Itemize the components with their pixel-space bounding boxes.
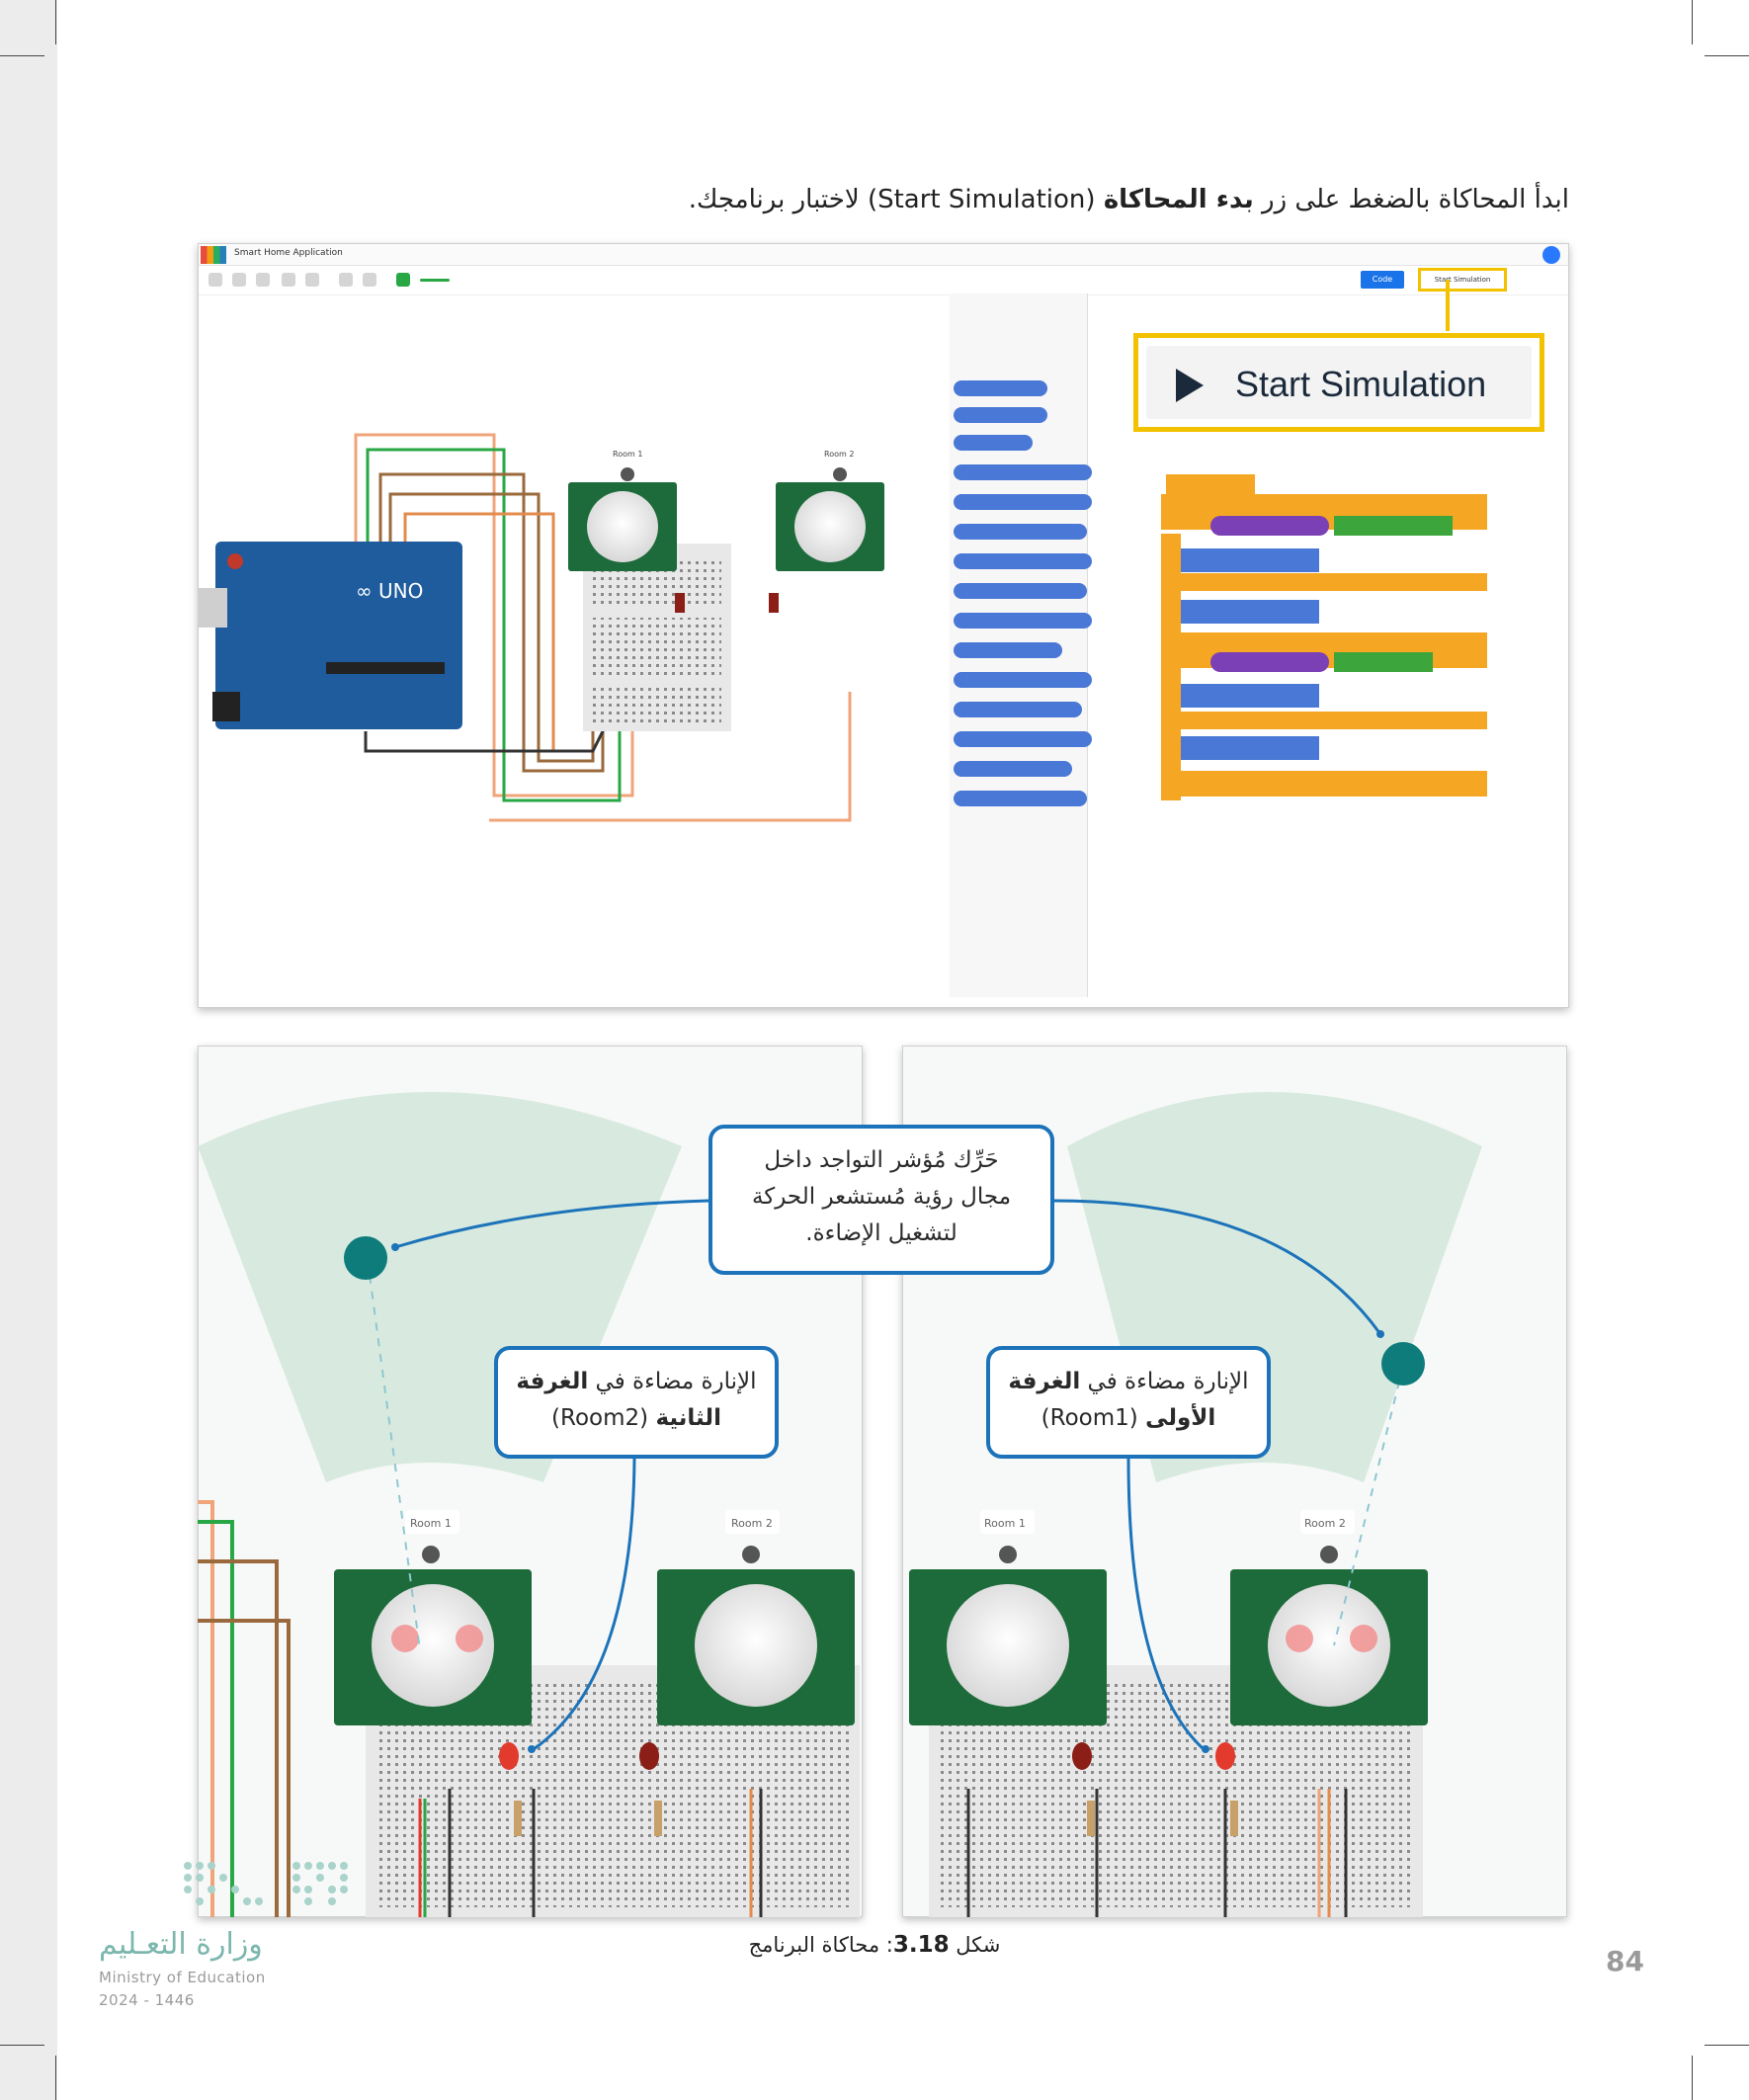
ministry-year: 2024 - 1446 [99,1991,195,2009]
flip-icon[interactable] [363,273,376,287]
wire-color-icon[interactable] [396,273,410,287]
delete-icon[interactable] [232,273,246,287]
callout-left-line1-bold: الغرفة [516,1369,589,1394]
ministry-name-english: Ministry of Education [99,1969,266,1986]
instruction-text: ابدأ المحاكاة بالضغط على زر بدء المحاكاة… [652,176,1569,223]
ministry-name-arabic: وزارة التعـليم [99,1927,263,1962]
callout-left-line1-pre: الإنارة مضاءة في [588,1369,757,1394]
start-simulation-zoom: Start Simulation [1133,333,1544,432]
callout-right-line1-bold: الغرفة [1008,1369,1081,1394]
callout-right-line1-pre: الإنارة مضاءة في [1080,1369,1249,1394]
user-avatar-icon[interactable] [1542,246,1560,264]
code-workspace [1088,452,1552,997]
crop-mark [55,0,56,44]
start-simulation-zoom-label: Start Simulation [1235,364,1487,404]
callout-move-cursor: حَرِّك مُؤشر التواجد داخل مجال رؤية مُست… [708,1125,1054,1275]
undo-icon[interactable] [282,273,295,287]
blocks-palette [950,294,1088,997]
caption-text: : محاكاة البرنامج [748,1933,893,1957]
callout-right-line1: الإنارة مضاءة في الغرفة [990,1364,1267,1400]
callout-room1-lit: الإنارة مضاءة في الغرفة الأولى (Room1) [986,1346,1271,1459]
page-margin-strip [0,0,57,2100]
crop-mark [1705,55,1749,56]
caption-prefix: شكل [949,1933,1001,1957]
callout-left-line2: الثانية (Room2) [498,1400,775,1437]
instruction-part1: ابدأ المحاكاة بالضغط على زر [1253,185,1569,214]
callout-right-line2-rest: (Room1) [1041,1405,1146,1431]
wire-type-icon[interactable] [420,279,450,282]
crop-mark [1692,2056,1693,2100]
code-button[interactable]: Code [1361,271,1404,289]
redo-icon[interactable] [305,273,319,287]
start-simulation-zoom-button[interactable]: Start Simulation [1146,346,1532,419]
editor-toolbar: Code Start Simulation [199,266,1568,295]
figure-caption: شكل 3.18: محاكاة البرنامج [711,1932,1038,1958]
start-simulation-button[interactable]: Start Simulation [1418,268,1507,292]
rotate-icon[interactable] [208,273,222,287]
app-title-bar: Smart Home Application [199,244,1568,266]
crop-mark [0,2045,44,2046]
instruction-part2: (Start Simulation) لاختبار برنامجك. [688,185,1104,214]
crop-mark [1705,2045,1749,2046]
trash-icon[interactable] [256,273,270,287]
note-icon[interactable] [339,273,353,287]
simulation-controls: Code Start Simulation [1361,268,1519,292]
callout-center-line3: لتشغيل الإضاءة. [805,1220,958,1246]
app-logo [201,246,226,264]
caption-number: 3.18 [892,1932,950,1958]
tinkercad-screenshot: Smart Home Application Code Start Simula… [198,243,1569,1008]
crop-mark [55,2056,56,2100]
crop-mark [0,55,44,56]
callout-left-line2-rest: (Room2) [551,1405,656,1431]
callout-room2-lit: الإنارة مضاءة في الغرفة الثانية (Room2) [494,1346,779,1459]
callout-center-line2: مجال رؤية مُستشعر الحركة [751,1184,1012,1210]
app-title: Smart Home Application [234,248,343,258]
play-icon [1176,369,1204,402]
callout-right-line2-bold: الأولى [1145,1405,1216,1431]
page-number: 84 [1606,1945,1644,1977]
instruction-bold: بدء المحاكاة [1103,185,1254,214]
callout-left-line2-bold: الثانية [655,1405,721,1431]
crop-mark [1692,0,1693,44]
callout-right-line2: الأولى (Room1) [990,1400,1267,1437]
callout-center-line1: حَرِّك مُؤشر التواجد داخل [764,1147,999,1173]
callout-left-line1: الإنارة مضاءة في الغرفة [498,1364,775,1400]
